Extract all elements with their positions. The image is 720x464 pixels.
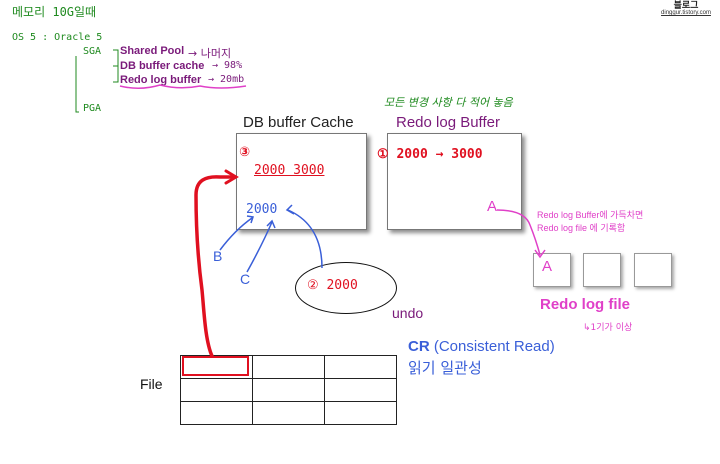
memory-bracket-line <box>75 56 79 113</box>
redo-entry: ① 2000 → 3000 <box>377 147 483 162</box>
db-buffer-cache-title: DB buffer Cache <box>243 114 354 131</box>
cr-heading: CR (Consistent Read) <box>408 338 555 355</box>
file-block <box>324 401 397 425</box>
red-read-arrow <box>194 175 235 358</box>
undo-entry: ② 2000 <box>307 278 358 293</box>
logo-subtext: dinggur.tistory.com <box>661 10 711 16</box>
file-block <box>324 355 397 379</box>
sga-label: SGA <box>83 46 102 57</box>
file-block <box>180 378 253 402</box>
redo-log-file-group-2 <box>583 253 621 287</box>
step3-marker: ③ <box>239 145 251 160</box>
cr-title: CR <box>408 338 430 355</box>
file-block <box>252 355 325 379</box>
note-all-changes: 모든 변경 사항 다 적어 놓음 <box>384 96 513 109</box>
redo-log-file-group-3 <box>634 253 672 287</box>
redo-log-file-note: ↳1기가 이상 <box>583 323 633 333</box>
cr-korean: 읽기 일관성 <box>408 359 482 377</box>
shared-pool-label: Shared Pool <box>120 45 185 57</box>
redo-log-buffer-title: Redo log Buffer <box>396 114 500 131</box>
page-title: 메모리 10G일때 <box>12 5 97 19</box>
file-block <box>180 401 253 425</box>
red-arrowhead <box>224 169 239 185</box>
shared-pool-value: → 나머지 <box>188 47 232 60</box>
db-buffer-cache-value: → 98% <box>212 60 243 71</box>
db-buffer-cache-label: DB buffer cache <box>120 60 205 72</box>
file-row <box>180 401 397 425</box>
logo-text: 블로그 <box>673 0 699 10</box>
file-block-highlight <box>182 356 249 376</box>
redo-note-line1: Redo log Buffer에 가득차면 <box>537 210 644 220</box>
file-label: File <box>140 376 163 392</box>
label-b: B <box>213 248 223 264</box>
file-block <box>252 401 325 425</box>
undo-ellipse <box>295 262 397 314</box>
redo-log-buffer-value: → 20mb <box>208 74 245 85</box>
sga-bracket <box>113 49 119 83</box>
redo-note-line2: Redo log file 에 기록함 <box>537 223 626 233</box>
file-block <box>324 378 397 402</box>
redo-log-buffer-label: Redo log buffer <box>120 74 202 86</box>
file-row <box>180 378 397 402</box>
blog-logo: 블로그 dinggur.tistory.com <box>656 0 716 18</box>
redo-file-box-label: A <box>542 258 553 275</box>
label-c: C <box>240 271 251 287</box>
redo-log-file-title: Redo log file <box>540 296 630 313</box>
redo-log-file-group-1 <box>533 253 571 287</box>
undo-label: undo <box>392 305 424 321</box>
pga-label: PGA <box>83 103 102 114</box>
os-oracle-line: OS 5 : Oracle 5 <box>12 32 103 43</box>
label-a: A <box>487 198 498 215</box>
cr-title-rest: (Consistent Read) <box>429 338 555 355</box>
db-buffer-new-values: 2000 3000 <box>254 163 325 178</box>
file-block <box>252 378 325 402</box>
db-buffer-old-value: 2000 <box>246 202 278 217</box>
